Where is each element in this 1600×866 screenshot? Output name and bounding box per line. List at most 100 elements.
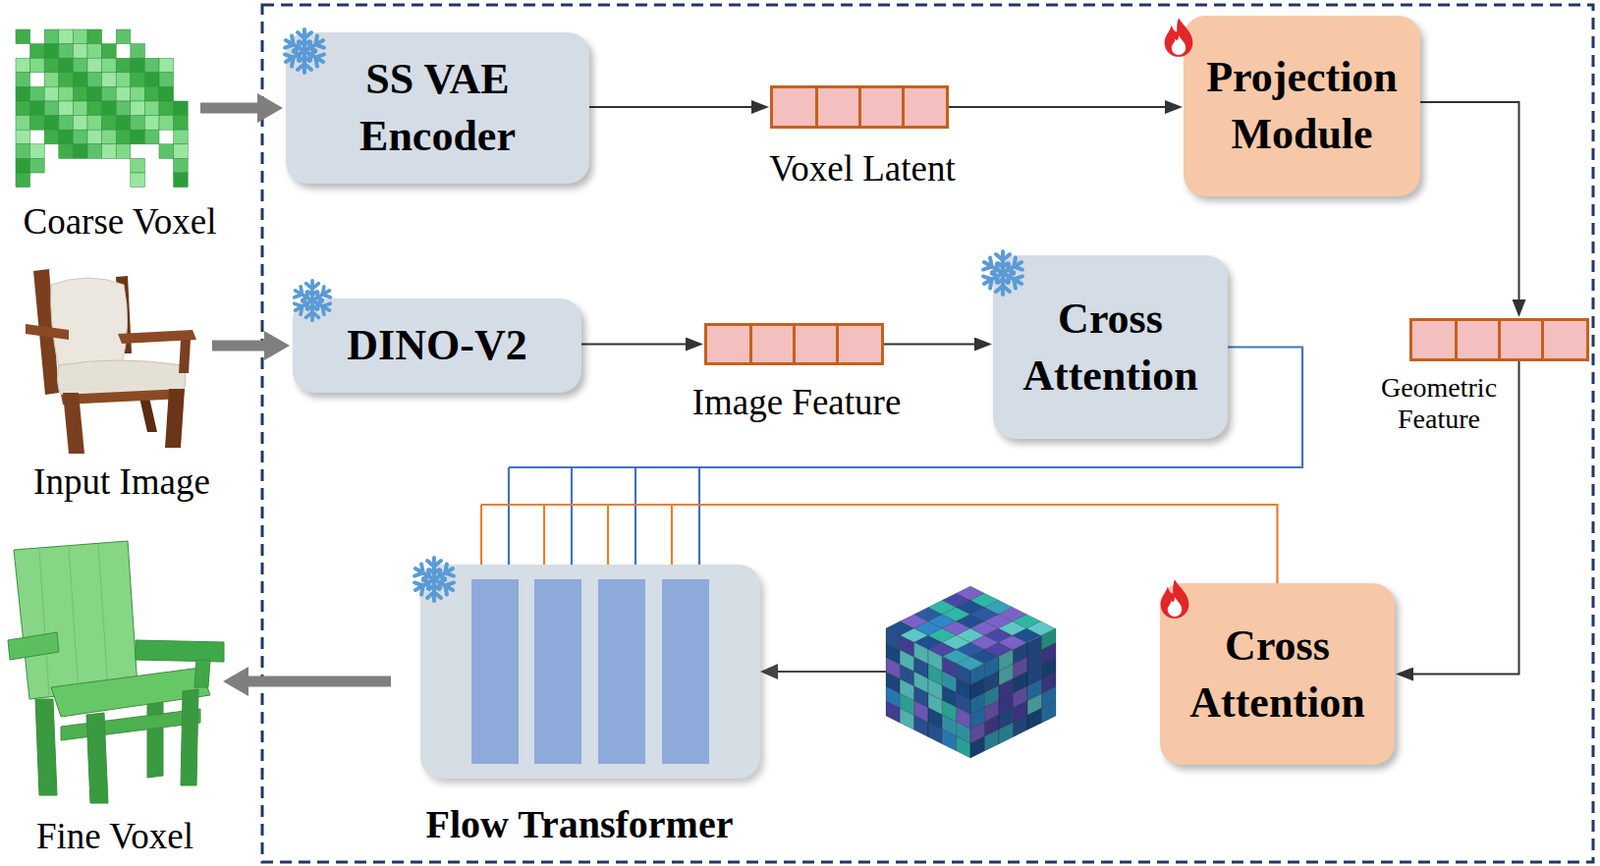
voxel-cell bbox=[72, 86, 88, 102]
voxel-cell bbox=[44, 86, 59, 102]
voxel-cell bbox=[115, 86, 131, 102]
token-separator bbox=[1541, 321, 1545, 359]
box-label: Cross Attention bbox=[1171, 617, 1383, 732]
box-label: Cross Attention bbox=[1004, 290, 1216, 405]
connector-line bbox=[948, 106, 1166, 109]
voxel-cell bbox=[87, 115, 103, 131]
voxel-cell bbox=[115, 57, 131, 73]
box-label: DINO-V2 bbox=[346, 317, 527, 375]
token-separator bbox=[1454, 321, 1458, 359]
voxel-leg bbox=[180, 689, 199, 786]
trainable-box: Projection Module bbox=[1183, 15, 1421, 197]
voxel-cell bbox=[30, 44, 46, 59]
noise-shade bbox=[941, 729, 956, 752]
voxel-cell bbox=[44, 57, 59, 73]
voxel-rail bbox=[60, 709, 201, 741]
voxel-cell bbox=[102, 144, 117, 160]
connector-line bbox=[670, 504, 673, 566]
noise-shade bbox=[970, 736, 986, 759]
transformer-block bbox=[471, 579, 519, 765]
voxel-cell bbox=[102, 86, 117, 102]
transformer-block bbox=[598, 579, 646, 765]
caption-label: Input Image bbox=[33, 461, 211, 504]
chair-cushion bbox=[51, 277, 128, 371]
caption-label: Flow Transformer bbox=[426, 802, 734, 848]
input-picture: Input Image bbox=[22, 267, 205, 456]
voxel-cell bbox=[144, 129, 160, 145]
voxel-cell bbox=[72, 44, 88, 59]
arrow-line bbox=[777, 670, 886, 673]
voxel-cell bbox=[44, 29, 59, 45]
voxel-cell bbox=[173, 144, 189, 160]
connector-line bbox=[570, 467, 573, 566]
voxel-cell bbox=[58, 115, 74, 131]
voxel-cell bbox=[44, 115, 59, 131]
voxel-cell bbox=[30, 158, 46, 173]
voxel-cell bbox=[15, 115, 31, 131]
token-strip: Image Feature bbox=[704, 323, 884, 366]
voxel-cell bbox=[15, 72, 31, 88]
voxel-leg bbox=[86, 713, 109, 804]
voxel-cell bbox=[15, 29, 31, 45]
voxel-cell bbox=[115, 115, 131, 131]
noise-shade bbox=[914, 716, 929, 738]
noise-shade bbox=[885, 701, 900, 723]
voxel-cell bbox=[144, 115, 160, 131]
token-separator bbox=[835, 326, 839, 363]
transformer-box: Flow Transformer bbox=[420, 564, 761, 779]
voxel-cell bbox=[87, 44, 103, 59]
voxel-cell bbox=[115, 72, 131, 88]
connector-line bbox=[589, 106, 753, 109]
voxel-cell bbox=[44, 72, 59, 88]
voxel-cell bbox=[130, 86, 146, 102]
connector bbox=[883, 343, 976, 345]
voxel-cell bbox=[130, 172, 146, 188]
voxel-cell bbox=[72, 57, 88, 73]
dashed-frame bbox=[262, 4, 1594, 863]
caption-label: Geometric Feature bbox=[1370, 372, 1508, 436]
connector bbox=[247, 681, 391, 683]
voxel-cell bbox=[58, 57, 74, 73]
voxel-cell bbox=[173, 115, 189, 131]
voxel-cell bbox=[58, 72, 74, 88]
voxel-leg bbox=[35, 699, 57, 796]
voxel-cell bbox=[159, 101, 174, 116]
voxel-cell bbox=[72, 101, 88, 116]
voxel-cell bbox=[15, 129, 31, 145]
voxel-back bbox=[13, 541, 138, 700]
noise-shade bbox=[899, 708, 914, 730]
voxel-cell bbox=[15, 86, 31, 102]
process-box: SS VAE Encoder bbox=[285, 32, 590, 184]
connector-line bbox=[1420, 102, 1520, 301]
connector-line bbox=[507, 467, 510, 566]
chair-leg bbox=[165, 388, 185, 448]
connector bbox=[212, 345, 266, 347]
voxel-cell bbox=[159, 57, 174, 73]
voxel-cell bbox=[102, 44, 117, 59]
noise-cube bbox=[885, 586, 1056, 759]
voxel-cell bbox=[115, 29, 131, 45]
voxel-cell bbox=[115, 101, 131, 116]
voxel-cell bbox=[173, 158, 189, 173]
voxel-cell bbox=[144, 57, 160, 73]
voxel-cell bbox=[58, 144, 74, 160]
voxel-cell bbox=[44, 101, 59, 116]
voxel-cell bbox=[130, 101, 146, 116]
voxel-cell bbox=[130, 57, 146, 73]
voxel-cell bbox=[130, 129, 146, 145]
voxel-arm bbox=[7, 632, 59, 661]
token-separator bbox=[815, 88, 819, 126]
connector-line bbox=[247, 676, 391, 688]
voxel-cell bbox=[173, 129, 189, 145]
caption-label: Fine Voxel bbox=[36, 816, 194, 859]
voxel-cell bbox=[130, 158, 146, 173]
connector-line bbox=[543, 504, 546, 566]
voxel-cell bbox=[30, 115, 46, 131]
voxel-cell bbox=[144, 72, 160, 88]
connector-line bbox=[606, 504, 609, 566]
voxel-arm bbox=[135, 640, 224, 663]
box-label: Projection Module bbox=[1195, 49, 1409, 164]
voxel-cell bbox=[72, 29, 88, 45]
connector bbox=[581, 343, 687, 345]
voxel-cell bbox=[44, 44, 59, 59]
